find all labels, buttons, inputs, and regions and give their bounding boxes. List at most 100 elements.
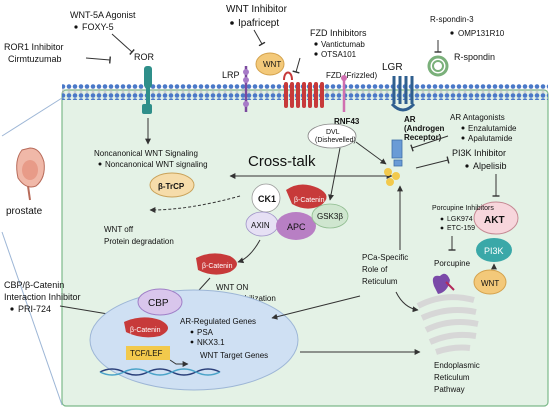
beta-catenin-stabilized	[196, 253, 237, 275]
arrow-transcription	[169, 359, 189, 367]
wnt5a-agonist-title: WNT-5A Agonist	[70, 10, 136, 20]
wnt-ligand	[255, 52, 285, 76]
bullet-icon	[190, 330, 194, 334]
er-line1: Endoplasmic	[434, 361, 480, 370]
endoplasmic-reticulum-icon	[416, 294, 479, 355]
reticulum-line1: PCa-Specific	[362, 253, 408, 262]
bullet-icon	[461, 136, 465, 140]
porcupine-label: Porcupine	[434, 259, 471, 268]
wnt-off-line1: WNT off	[104, 225, 134, 234]
bullet-icon	[461, 126, 465, 130]
bullet-icon	[440, 217, 444, 221]
ar-gene-2: NKX3.1	[197, 338, 225, 347]
inhibit-line-cirmtuzumab	[85, 56, 111, 64]
ror1-inhibitor-drug: Cirmtuzumab	[8, 54, 62, 64]
prostate-icon	[16, 147, 45, 201]
rspondin3-drug: OMP131R10	[458, 29, 505, 38]
wnt-on-line1: WNT ON	[216, 283, 249, 292]
bullet-icon	[465, 164, 469, 168]
arrow-degradation	[149, 195, 241, 213]
bullet-icon	[450, 31, 454, 35]
inhibit-line-fzd	[292, 57, 301, 74]
rspondin-label: R-spondin	[454, 52, 495, 62]
ar-gene-1: PSA	[197, 328, 214, 337]
er-line3: Pathway	[434, 385, 465, 394]
crosstalk-label: Cross-talk	[248, 153, 316, 170]
beta-catenin-stabilized-label: β-Catenin	[202, 263, 233, 270]
wnt-secreted-label: WNT	[481, 279, 499, 288]
apc-node	[276, 212, 316, 240]
akt-label: AKT	[484, 215, 505, 226]
rspondin-ring-icon	[427, 55, 449, 77]
porcupine-inhibitors-title: Porcupine Inhibitors	[432, 205, 494, 212]
bullet-icon	[10, 307, 14, 311]
noncanonical-line2: Noncanonical WNT signaling	[105, 160, 208, 169]
pi3k-inhibitor-drug: Alpelisib	[473, 161, 507, 171]
cbp-inhibitor-line1: CBP/β-Catenin	[4, 280, 64, 290]
fzd-label: FZD (Frizzled)	[326, 71, 377, 80]
beta-catenin-nuclear-label: β-Catenin	[130, 327, 161, 334]
ar-antagonists-title: AR Antagonists	[450, 113, 505, 122]
wnt5a-drug: FOXY-5	[82, 22, 114, 32]
bullet-icon	[74, 25, 78, 29]
bullet-icon	[314, 42, 318, 46]
bullet-icon	[440, 226, 444, 230]
ror-label: ROR	[134, 52, 155, 62]
arrow-reticulum-nucleus	[271, 295, 361, 320]
cbp-node	[137, 288, 183, 316]
bullet-icon	[230, 21, 234, 25]
lrp-label: LRP	[222, 70, 240, 80]
inhibit-line-ipafricept	[253, 29, 266, 47]
cbp-label: CBP	[148, 298, 169, 309]
beta-catenin-destruction	[286, 184, 327, 209]
tcf-lef-node	[126, 346, 170, 360]
btrcp-node	[149, 172, 195, 198]
ar-genes-title: AR-Regulated Genes	[180, 317, 256, 326]
wnt-inhibitor-title: WNT Inhibitor	[226, 4, 288, 15]
callout-line-top	[1, 97, 63, 137]
ar-title-line2: (Androgen	[404, 124, 445, 133]
beta-catenin-destruction-label: β-Catenin	[294, 197, 325, 204]
nucleus	[89, 289, 299, 391]
lgr-label: LGR	[382, 62, 403, 73]
ror-receptor	[142, 66, 152, 114]
porcupine-protein	[432, 273, 455, 294]
er-line2: Reticulum	[434, 373, 470, 382]
gsk3b-label: GSK3β	[317, 212, 343, 221]
ar-title-line1: AR	[404, 115, 416, 124]
fzd-inhibitors-title: FZD Inhibitors	[310, 28, 367, 38]
arrow-dvl-gsk	[328, 147, 341, 201]
ror1-inhibitor-title: ROR1 Inhibitor	[4, 42, 64, 52]
prostate-label: prostate	[6, 206, 43, 217]
noncanonical-line1: Noncanonical WNT Signaling	[94, 149, 198, 158]
bullet-icon	[314, 52, 318, 56]
lrp-receptor	[243, 66, 249, 112]
wnt-inhibitor-drug: Ipafricept	[238, 18, 279, 29]
pi3k-node	[476, 238, 512, 262]
fzd-drug-1: Vantictumab	[321, 40, 365, 49]
reticulum-line2: Role of	[362, 265, 388, 274]
dvl-node	[307, 123, 357, 149]
dvl-label: DVL	[326, 129, 340, 136]
bullet-icon	[190, 340, 194, 344]
inhibit-line-foxy5	[111, 33, 135, 56]
rnf43-receptor	[341, 75, 347, 112]
axin-label: AXIN	[251, 221, 270, 230]
arrow-dvl-ar	[355, 141, 387, 165]
arrow-stabilization	[237, 239, 261, 264]
porcupine-drug-2: ETC-159	[447, 225, 475, 232]
gsk3b-node	[311, 203, 349, 229]
fzd-receptor	[283, 71, 324, 108]
ar-antagonist-2: Apalutamide	[468, 134, 513, 143]
ar-receptor	[384, 139, 403, 186]
arrow-reticulum-er	[395, 291, 419, 313]
dna-strand-b	[99, 368, 221, 376]
wnt-targets-label: WNT Target Genes	[200, 351, 268, 360]
dna-strand-a	[99, 368, 221, 376]
porcupine-drug-1: LGK974	[447, 216, 473, 223]
pi3k-label: PI3K	[484, 246, 504, 256]
pi3k-inhibitor-title: PI3K Inhibitor	[452, 148, 506, 158]
cbp-inhibitor-drug: PRI-724	[18, 304, 51, 314]
tcf-lef-label: TCF/LEF	[130, 349, 163, 358]
